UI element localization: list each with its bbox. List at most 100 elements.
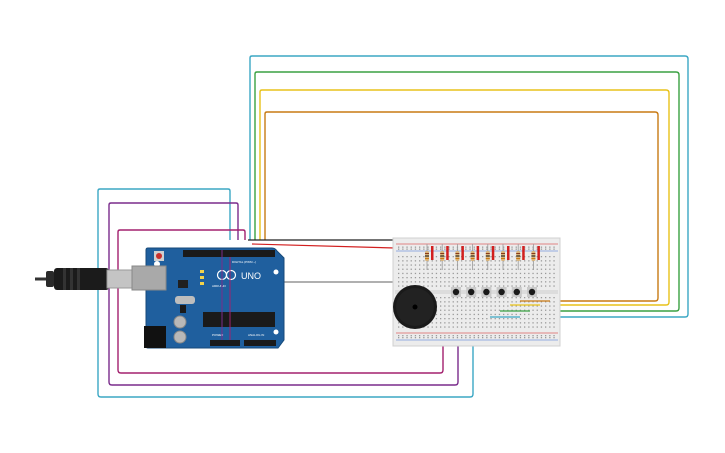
breadboard-hole[interactable] — [528, 268, 530, 270]
breadboard-hole[interactable] — [524, 309, 526, 311]
breadboard-hole[interactable] — [440, 281, 442, 283]
breadboard-hole[interactable] — [414, 281, 417, 283]
breadboard-hole[interactable] — [398, 268, 400, 270]
breadboard-hole[interactable] — [490, 246, 492, 248]
breadboard-hole[interactable] — [435, 285, 438, 287]
breadboard-hole[interactable] — [536, 326, 538, 328]
breadboard-hole[interactable] — [402, 326, 404, 328]
breadboard-hole[interactable] — [490, 285, 492, 287]
breadboard-hole[interactable] — [515, 309, 517, 311]
breadboard-hole[interactable] — [494, 305, 496, 307]
breadboard-hole[interactable] — [461, 268, 463, 270]
breadboard-hole[interactable] — [431, 326, 433, 328]
breadboard-hole[interactable] — [465, 268, 467, 270]
breadboard-hole[interactable] — [486, 335, 488, 337]
breadboard-hole[interactable] — [402, 264, 404, 266]
breadboard-hole[interactable] — [452, 277, 454, 279]
breadboard-hole[interactable] — [402, 248, 404, 250]
breadboard-hole[interactable] — [486, 272, 488, 275]
breadboard-hole[interactable] — [524, 272, 526, 275]
breadboard-hole[interactable] — [511, 281, 513, 283]
breadboard-hole[interactable] — [507, 281, 509, 283]
breadboard-hole[interactable] — [503, 264, 505, 266]
breadboard-hole[interactable] — [536, 335, 538, 337]
breadboard-hole[interactable] — [511, 248, 513, 250]
breadboard-hole[interactable] — [482, 260, 484, 262]
breadboard-hole[interactable] — [423, 337, 425, 339]
breadboard-hole[interactable] — [540, 248, 543, 250]
breadboard-hole[interactable] — [398, 335, 400, 337]
breadboard-hole[interactable] — [494, 337, 496, 339]
breadboard-hole[interactable] — [507, 277, 509, 279]
breadboard-hole[interactable] — [452, 301, 454, 303]
breadboard-hole[interactable] — [398, 277, 400, 279]
resistor-icon[interactable] — [501, 244, 505, 270]
breadboard-hole[interactable] — [469, 318, 471, 320]
breadboard-hole[interactable] — [536, 268, 538, 270]
breadboard-hole[interactable] — [528, 281, 530, 283]
breadboard-hole[interactable] — [549, 309, 551, 311]
breadboard-hole[interactable] — [490, 260, 492, 262]
breadboard-hole[interactable] — [469, 248, 471, 250]
breadboard-hole[interactable] — [519, 301, 522, 303]
breadboard-hole[interactable] — [519, 256, 522, 258]
breadboard-hole[interactable] — [452, 248, 454, 250]
breadboard-hole[interactable] — [398, 264, 400, 266]
breadboard-hole[interactable] — [465, 337, 467, 339]
breadboard-hole[interactable] — [553, 313, 555, 316]
breadboard-hole[interactable] — [440, 318, 442, 320]
breadboard-hole[interactable] — [469, 264, 471, 266]
breadboard-hole[interactable] — [524, 322, 526, 324]
breadboard-hole[interactable] — [469, 309, 471, 311]
breadboard-hole[interactable] — [473, 268, 475, 270]
breadboard-hole[interactable] — [423, 272, 425, 275]
breadboard-hole[interactable] — [448, 301, 450, 303]
power-header[interactable] — [210, 340, 240, 346]
breadboard-hole[interactable] — [482, 309, 484, 311]
breadboard-hole[interactable] — [456, 326, 459, 328]
breadboard-hole[interactable] — [545, 256, 547, 258]
breadboard-hole[interactable] — [473, 281, 475, 283]
reset-button-cap[interactable] — [156, 253, 162, 259]
breadboard-hole[interactable] — [465, 272, 467, 275]
breadboard-hole[interactable] — [532, 305, 534, 307]
breadboard-hole[interactable] — [511, 335, 513, 337]
breadboard-hole[interactable] — [503, 305, 505, 307]
breadboard-hole[interactable] — [503, 248, 505, 250]
breadboard-hole[interactable] — [402, 335, 404, 337]
breadboard-hole[interactable] — [406, 268, 408, 270]
breadboard-hole[interactable] — [482, 301, 484, 303]
breadboard-hole[interactable] — [456, 285, 459, 287]
breadboard-hole[interactable] — [545, 326, 547, 328]
breadboard-hole[interactable] — [532, 337, 534, 339]
breadboard-hole[interactable] — [440, 335, 442, 337]
breadboard-hole[interactable] — [507, 260, 509, 262]
breadboard-hole[interactable] — [545, 264, 547, 266]
breadboard-hole[interactable] — [448, 268, 450, 270]
breadboard-hole[interactable] — [406, 256, 408, 258]
breadboard-hole[interactable] — [435, 301, 438, 303]
breadboard-hole[interactable] — [461, 285, 463, 287]
breadboard-hole[interactable] — [402, 246, 404, 248]
resistor-icon[interactable] — [455, 244, 460, 270]
breadboard-hole[interactable] — [511, 260, 513, 262]
breadboard-hole[interactable] — [444, 297, 446, 299]
breadboard-hole[interactable] — [419, 256, 421, 258]
breadboard-hole[interactable] — [456, 297, 459, 299]
breadboard-hole[interactable] — [414, 337, 417, 339]
breadboard-hole[interactable] — [440, 305, 442, 307]
breadboard-hole[interactable] — [482, 297, 484, 299]
breadboard-hole[interactable] — [515, 305, 517, 307]
breadboard-hole[interactable] — [532, 318, 534, 320]
breadboard-hole[interactable] — [528, 322, 530, 324]
breadboard-hole[interactable] — [469, 246, 471, 248]
breadboard-hole[interactable] — [473, 260, 475, 262]
breadboard-hole[interactable] — [435, 322, 438, 324]
breadboard-hole[interactable] — [477, 285, 480, 287]
breadboard-hole[interactable] — [507, 268, 509, 270]
breadboard-hole[interactable] — [494, 285, 496, 287]
breadboard-hole[interactable] — [456, 305, 459, 307]
breadboard-hole[interactable] — [498, 260, 501, 262]
breadboard-hole[interactable] — [482, 313, 484, 316]
